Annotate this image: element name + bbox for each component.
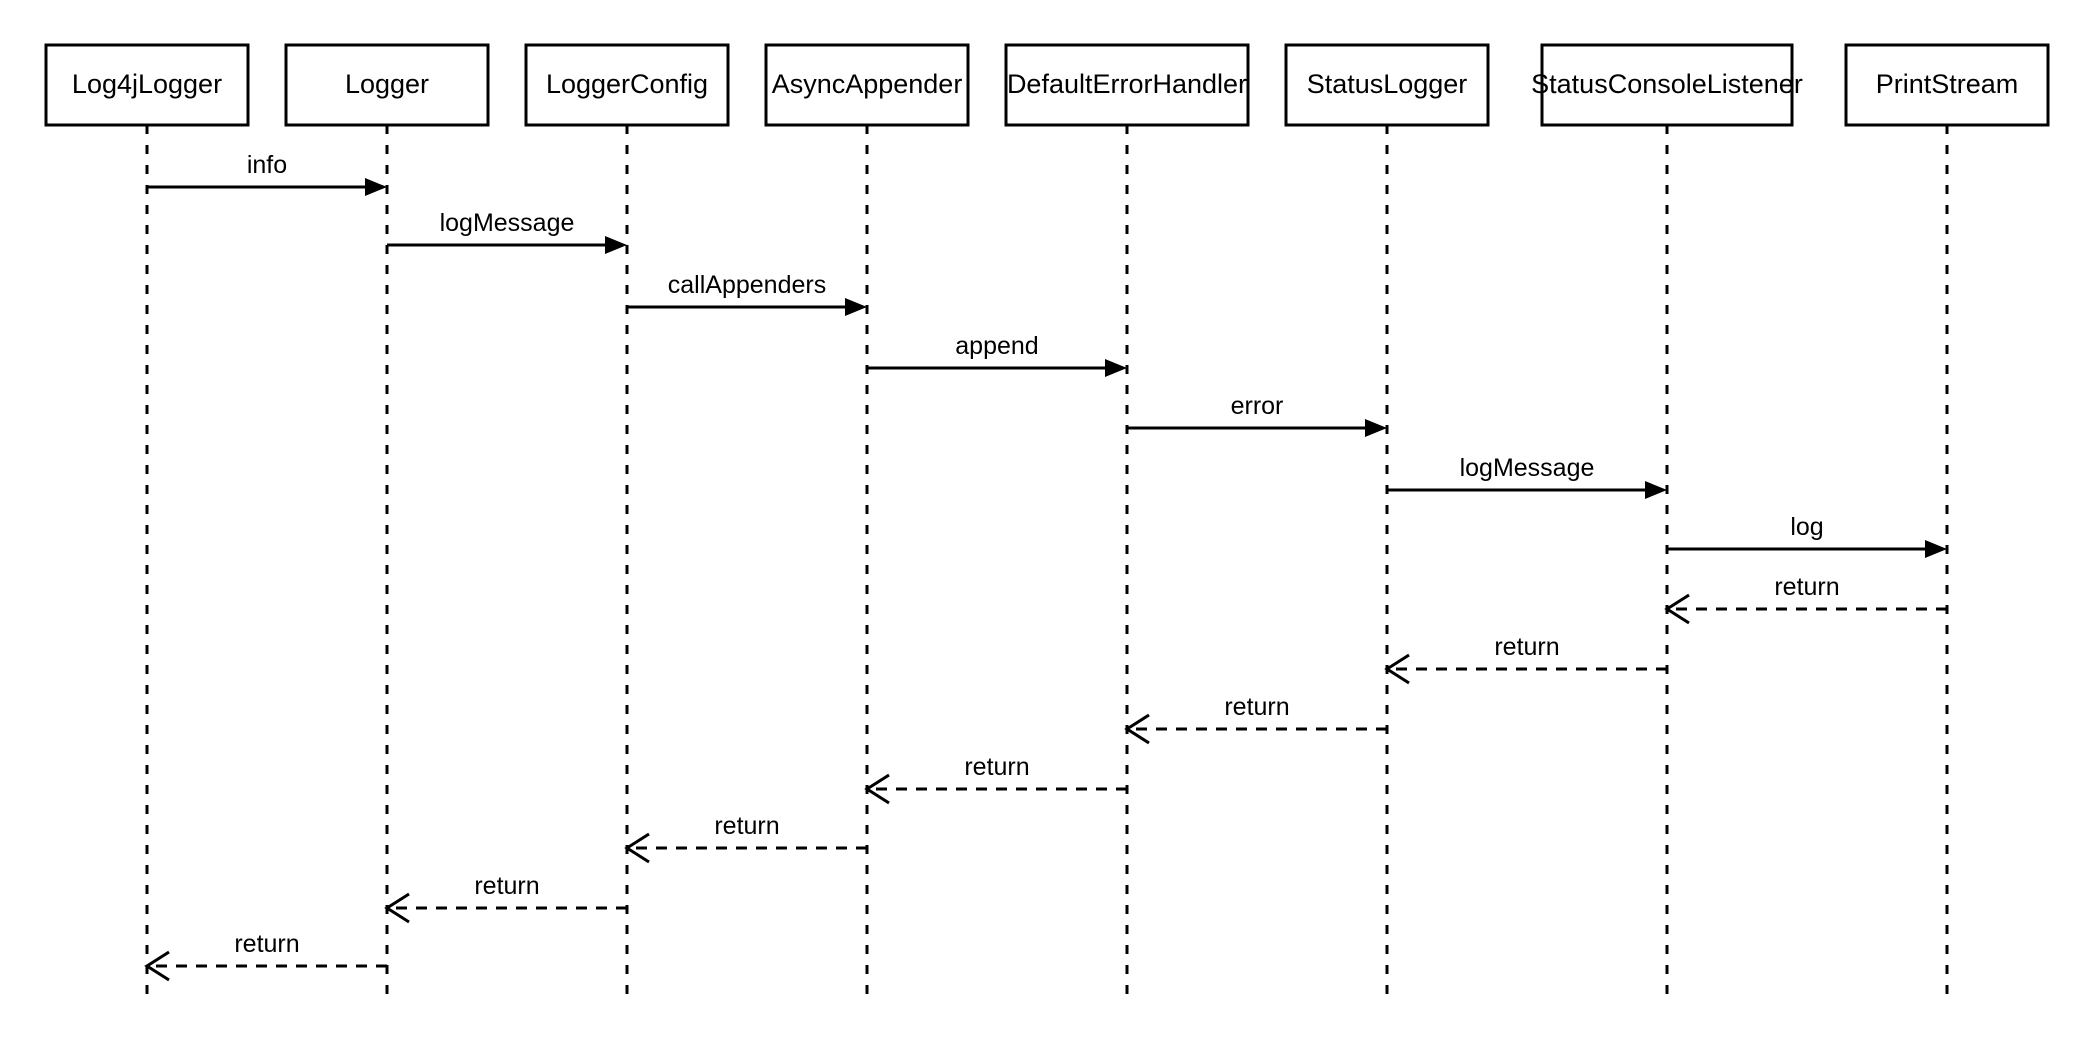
lifelines-layer [145, 125, 1949, 1005]
participant-label: Logger [345, 69, 429, 99]
arrowhead-filled-icon [605, 236, 627, 254]
participant-box-frame [1540, 43, 1794, 127]
participant-statuslogger[interactable]: StatusLogger [1284, 43, 1490, 127]
participant-label: Log4jLogger [72, 69, 222, 99]
participant-box-frame [1004, 43, 1250, 127]
message-call-6[interactable]: log [1667, 513, 1947, 558]
participant-box-frame [44, 43, 250, 127]
message-return-13[interactable]: return [144, 930, 387, 982]
message-return-10[interactable]: return [864, 753, 1127, 805]
participant-label: PrintStream [1876, 69, 2019, 99]
arrowhead-filled-icon [1925, 540, 1947, 558]
message-return-7[interactable]: return [1664, 573, 1947, 625]
messages-layer: info logMessage callAppenders append error lo… [144, 151, 1947, 982]
participant-label: StatusLogger [1307, 69, 1468, 99]
message-label: info [247, 151, 287, 179]
participant-box-frame [284, 43, 490, 127]
message-label: log [1790, 513, 1823, 541]
message-label: append [955, 332, 1038, 360]
arrowhead-open-icon [384, 892, 410, 924]
arrowhead-filled-icon [1105, 359, 1127, 377]
arrowhead-filled-icon [1365, 419, 1387, 437]
arrowhead-filled-icon [845, 298, 867, 316]
arrowhead-open-icon [624, 832, 650, 864]
message-return-9[interactable]: return [1124, 693, 1387, 745]
participant-loggerconfig[interactable]: LoggerConfig [524, 43, 730, 127]
message-label: return [964, 753, 1029, 781]
participant-box-frame [1844, 43, 2050, 127]
arrowhead-open-icon [1384, 653, 1410, 685]
arrowhead-open-icon [144, 950, 170, 982]
message-call-1[interactable]: logMessage [387, 209, 627, 254]
message-return-12[interactable]: return [384, 872, 627, 924]
message-label: logMessage [1460, 454, 1595, 482]
participant-defaulterrorhandler[interactable]: DefaultErrorHandler [1004, 43, 1250, 127]
message-call-2[interactable]: callAppenders [627, 271, 867, 316]
message-return-8[interactable]: return [1384, 633, 1667, 685]
message-label: return [1224, 693, 1289, 721]
participant-logger[interactable]: Logger [284, 43, 490, 127]
message-label: return [714, 812, 779, 840]
participant-log4jlogger[interactable]: Log4jLogger [44, 43, 250, 127]
participant-label: LoggerConfig [546, 69, 708, 99]
participant-statusconsolelistener[interactable]: StatusConsoleListener [1531, 43, 1803, 127]
participant-label: StatusConsoleListener [1531, 69, 1803, 99]
arrowhead-filled-icon [365, 178, 387, 196]
arrowhead-open-icon [864, 773, 890, 805]
message-label: return [1494, 633, 1559, 661]
participant-box-frame [764, 43, 970, 127]
participant-label: AsyncAppender [772, 69, 963, 99]
message-label: return [1774, 573, 1839, 601]
message-label: callAppenders [668, 271, 826, 299]
participant-box-frame [1284, 43, 1490, 127]
message-label: logMessage [440, 209, 575, 237]
participants-layer: Log4jLogger Logger LoggerConfig AsyncAppend… [44, 43, 2050, 127]
participant-printstream[interactable]: PrintStream [1844, 43, 2050, 127]
message-call-5[interactable]: logMessage [1387, 454, 1667, 499]
message-label: return [234, 930, 299, 958]
arrowhead-open-icon [1664, 593, 1690, 625]
message-label: return [474, 872, 539, 900]
message-call-4[interactable]: error [1127, 392, 1387, 437]
participant-box-frame [524, 43, 730, 127]
message-call-0[interactable]: info [147, 151, 387, 196]
arrowhead-open-icon [1124, 713, 1150, 745]
message-return-11[interactable]: return [624, 812, 867, 864]
message-call-3[interactable]: append [867, 332, 1127, 377]
arrowhead-filled-icon [1645, 481, 1667, 499]
participant-label: DefaultErrorHandler [1007, 69, 1247, 99]
message-label: error [1231, 392, 1284, 420]
participant-asyncappender[interactable]: AsyncAppender [764, 43, 970, 127]
